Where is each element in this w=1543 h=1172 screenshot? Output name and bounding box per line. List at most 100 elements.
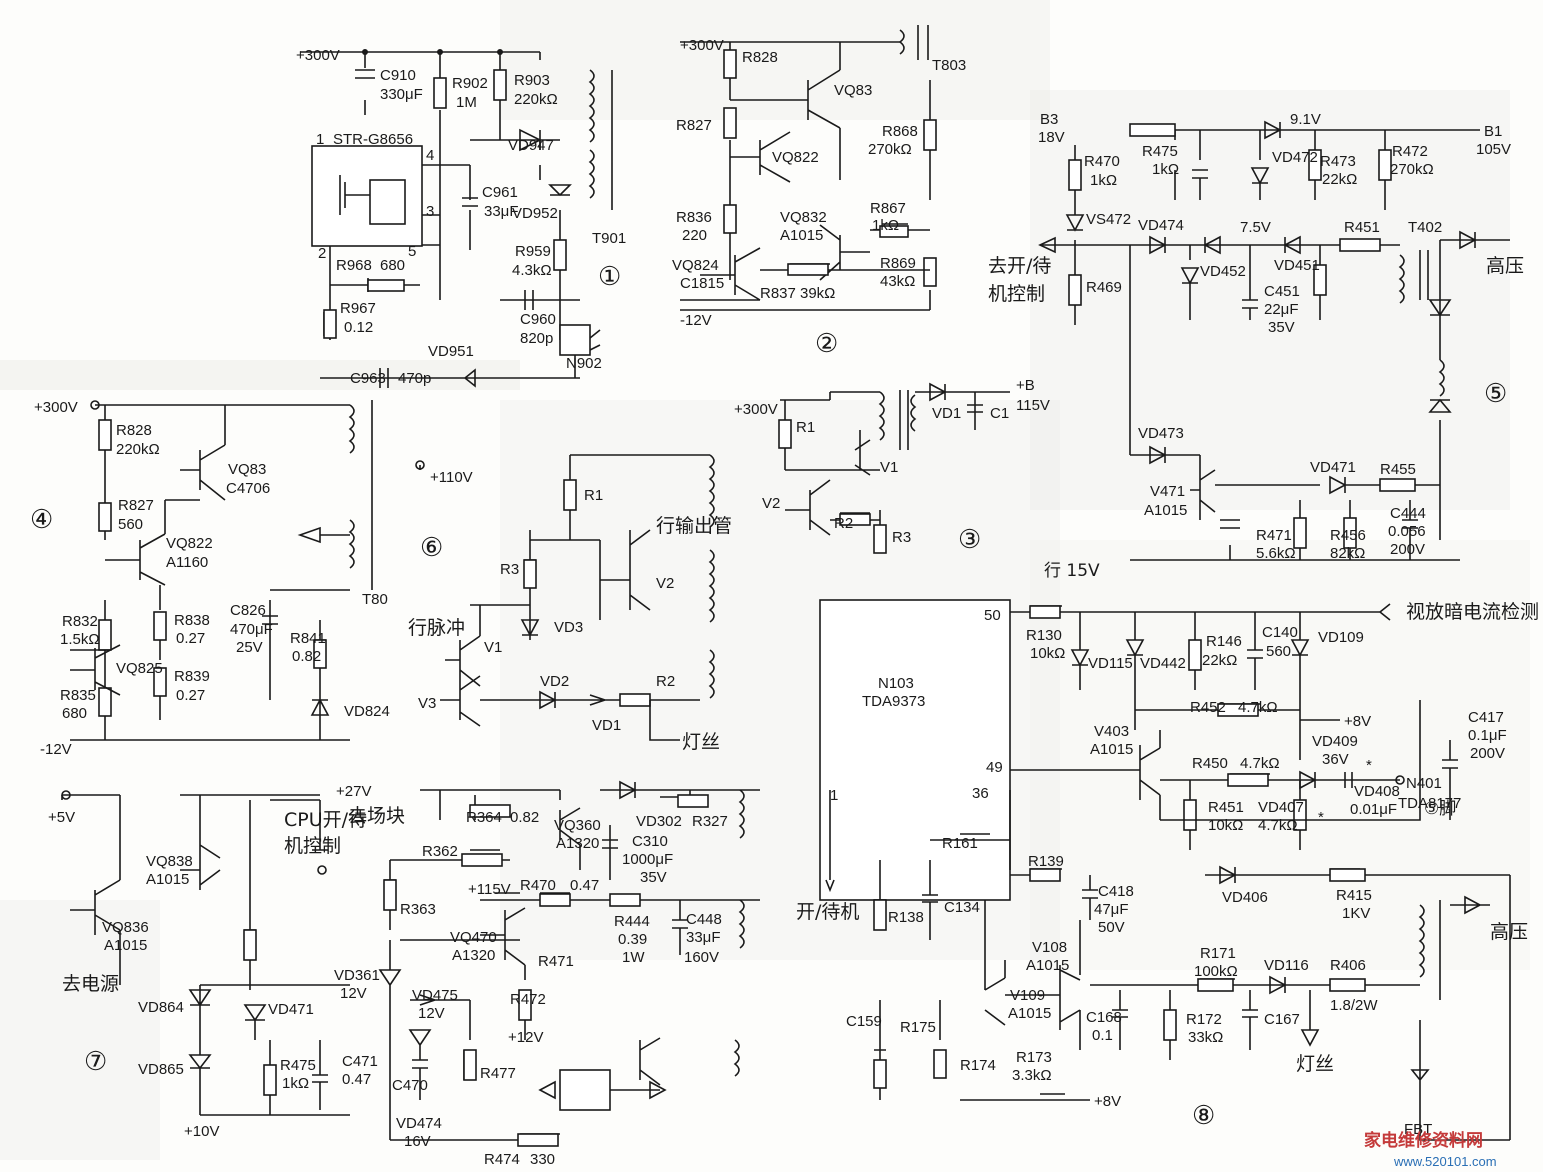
c1-pin1: 1	[316, 131, 324, 148]
c1-number: ①	[598, 261, 621, 291]
c5-b1: B1	[1484, 123, 1502, 140]
c5-r473: R473	[1320, 153, 1356, 170]
c7-c310: C310	[632, 833, 668, 850]
c8-standby: 开/待机	[796, 901, 859, 923]
c8-r172-val: 33kΩ	[1188, 1029, 1223, 1046]
c3-v300: +300V	[734, 401, 778, 418]
c5-number: ⑤	[1484, 378, 1507, 408]
c1-c960: C960	[520, 311, 556, 328]
c5-vd452: VD452	[1200, 263, 1246, 280]
c2-r837: R837	[760, 285, 796, 302]
c7-c471-val: 0.47	[342, 1071, 371, 1088]
c8-number: ⑧	[1192, 1100, 1215, 1130]
c7-vd471: VD471	[268, 1001, 314, 1018]
c5-c451-val: 22μF	[1264, 301, 1299, 318]
c4-vq825: VQ825	[116, 660, 163, 677]
c7-r475-val: 1kΩ	[282, 1075, 309, 1092]
c8-p50: 50	[984, 607, 1001, 624]
c8-vd409: VD409	[1312, 733, 1358, 750]
c6-v110: +110V	[430, 469, 473, 486]
c1-n902: N902	[566, 355, 602, 372]
c7-r444: R444	[614, 913, 650, 930]
c2-vq822: VQ822	[772, 149, 819, 166]
c5-c444-val: 0.056	[1388, 523, 1426, 540]
c8-r406: R406	[1330, 957, 1366, 974]
c8-c159: C159	[846, 1013, 882, 1030]
c3-v2: V2	[762, 495, 780, 512]
c2-r869: R869	[880, 255, 916, 272]
c5-vd473: VD473	[1138, 425, 1184, 442]
c5-vs472: VS472	[1086, 211, 1131, 228]
c8-r138: R138	[888, 909, 924, 926]
c1-v300: +300V	[296, 47, 340, 64]
c2-r867: R867	[870, 200, 906, 217]
c4-vd824: VD824	[344, 703, 390, 720]
c8-r171-val: 100kΩ	[1194, 963, 1238, 980]
c5-r455: R455	[1380, 461, 1416, 478]
c5-hv: 高压	[1486, 255, 1524, 277]
c7-vq360-type: A1320	[556, 835, 599, 852]
c5-r469: R469	[1086, 279, 1122, 296]
c1-vd952: VD952	[512, 205, 558, 222]
c8-r450: R450	[1192, 755, 1228, 772]
c4-vq83: VQ83	[228, 461, 266, 478]
c8-r130-val: 10kΩ	[1030, 645, 1065, 662]
c1-r902: R902	[452, 75, 488, 92]
c8-c168: C168	[1086, 1009, 1122, 1026]
c2-r836: R836	[676, 209, 712, 226]
c5-r475: R475	[1142, 143, 1178, 160]
c7-cpu2: 机控制	[284, 835, 341, 857]
c3-r3: R3	[892, 529, 911, 546]
c2-r869-val: 43kΩ	[880, 273, 915, 290]
c8-vd407: VD407	[1258, 799, 1304, 816]
circuit-2	[680, 25, 937, 311]
c8-r415-val: 1KV	[1342, 905, 1370, 922]
c8-r173-val: 3.3kΩ	[1012, 1067, 1052, 1084]
watermark-cn: 家电维修资料网	[1364, 1130, 1483, 1151]
c4-vq822: VQ822	[166, 535, 213, 552]
c8-vd408: VD408	[1354, 783, 1400, 800]
c8-vd407-val: 4.7kΩ	[1258, 817, 1298, 834]
c5-r472: R472	[1392, 143, 1428, 160]
c5-b1-val: 105V	[1476, 141, 1511, 158]
c4-r841: R841	[290, 630, 326, 647]
c7-r474-val: 330	[530, 1151, 555, 1168]
c8-r173: R173	[1016, 1049, 1052, 1066]
c8-n103: N103	[878, 675, 914, 692]
c4-r827: R827	[118, 497, 154, 514]
c7-v27: +27V	[336, 783, 371, 800]
c6-v3: V3	[418, 695, 436, 712]
c1-c960-val: 820p	[520, 330, 553, 347]
c8-n401: N401	[1406, 775, 1442, 792]
c1-vd951: VD951	[428, 343, 474, 360]
c1-c961-val: 33μF	[484, 203, 519, 220]
circuit-6	[415, 454, 715, 741]
c8-vd408-val: 0.01μF	[1350, 801, 1397, 818]
c1-r968: R968	[336, 257, 372, 274]
c1-ic: STR-G8656	[333, 131, 413, 148]
c4-r839: R839	[174, 668, 210, 685]
c7-field: 去场块	[348, 805, 405, 827]
c5-c451-v: 35V	[1268, 319, 1295, 336]
c8-c418: C418	[1098, 883, 1134, 900]
c8-vd442: VD442	[1140, 655, 1186, 672]
c8-p49: 49	[986, 759, 1003, 776]
c7-vd865: VD865	[138, 1061, 184, 1078]
c7-vq360: VQ360	[554, 817, 601, 834]
c4-vq83-type: C4706	[226, 480, 270, 497]
c6-v2: V2	[656, 575, 674, 592]
c6-vd3: VD3	[554, 619, 583, 636]
c4-number: ④	[30, 504, 53, 534]
c7-vq836-type: A1015	[104, 937, 147, 954]
c8-c418-v: 50V	[1098, 919, 1125, 936]
c4-r835: R835	[60, 687, 96, 704]
c1-c963-val: 470p	[398, 370, 431, 387]
c8-tda9373: TDA9373	[862, 693, 925, 710]
c4-r838: R838	[174, 612, 210, 629]
circuit-7	[61, 780, 760, 1147]
c1-pin3: 3	[426, 203, 434, 220]
c2-r837-val: 39kΩ	[800, 285, 835, 302]
c4-r832: R832	[62, 613, 98, 630]
c1-r902-val: 1M	[456, 94, 477, 111]
